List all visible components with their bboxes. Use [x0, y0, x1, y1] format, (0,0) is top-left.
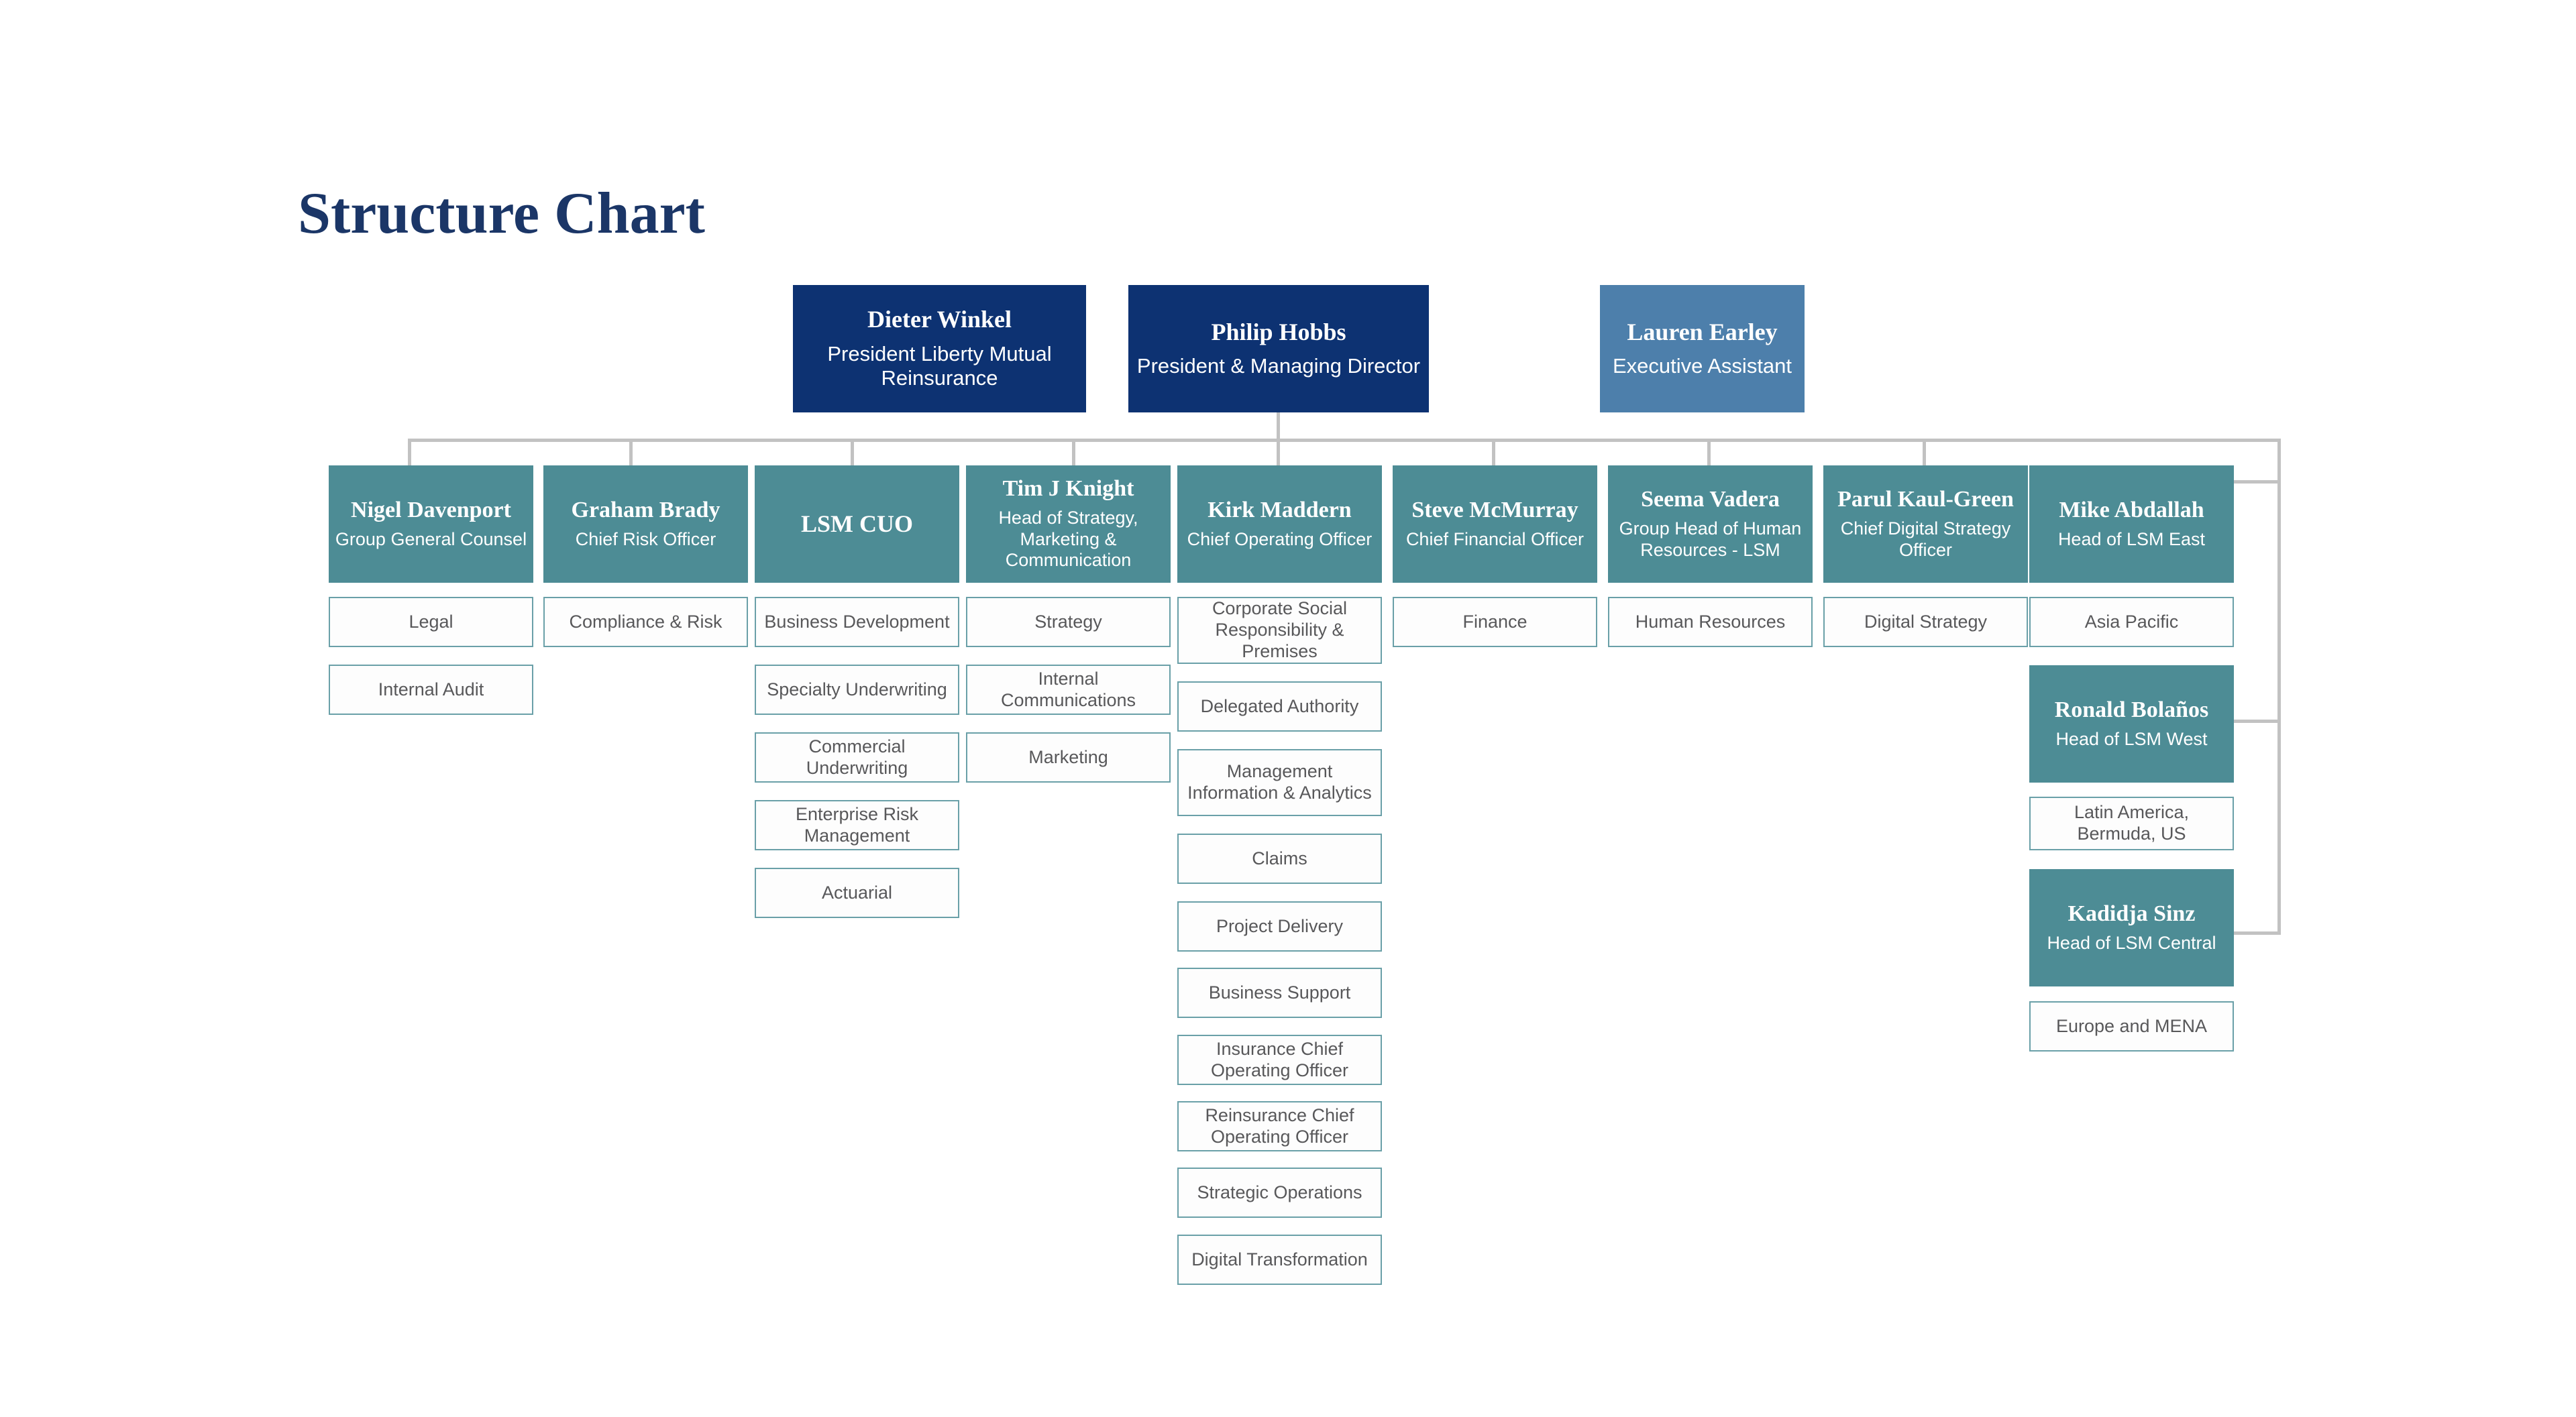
exec-title: President Liberty Mutual Reinsurance: [827, 341, 1052, 390]
sub-item-human-resources[interactable]: Human Resources: [1608, 597, 1813, 647]
connector-branch-east: [2234, 480, 2281, 484]
assistant-name: Lauren Earley: [1627, 318, 1778, 345]
connector-drop-8: [1923, 439, 1926, 465]
leader-name: Parul Kaul-Green: [1837, 486, 2014, 512]
leader-name: Kadidja Sinz: [2068, 901, 2196, 926]
sub-item-marketing[interactable]: Marketing: [966, 732, 1171, 783]
sub-item-project-delivery[interactable]: Project Delivery: [1177, 901, 1382, 952]
sub-item-actuarial[interactable]: Actuarial: [755, 868, 959, 918]
leader-title: Head of LSM West: [2055, 728, 2208, 749]
connector-branch-west: [2234, 720, 2281, 723]
page-title: Structure Chart: [298, 181, 705, 246]
exec-title: President & Managing Director: [1136, 354, 1421, 378]
leader-name: Seema Vadera: [1641, 486, 1780, 512]
sub-item-specialty-underwriting[interactable]: Specialty Underwriting: [755, 665, 959, 715]
sub-item-digital-strategy[interactable]: Digital Strategy: [1823, 597, 2028, 647]
sub-item-corporate-social-responsibility-premises[interactable]: Corporate Social Responsibility & Premis…: [1177, 597, 1382, 664]
sub-item-digital-transformation[interactable]: Digital Transformation: [1177, 1235, 1382, 1285]
leader-card-parul-kaul-green[interactable]: Parul Kaul-Green Chief Digital Strategy …: [1823, 465, 2028, 583]
connector-drop-3: [851, 439, 854, 465]
leader-title: Head of LSM East: [2057, 528, 2206, 549]
connector-drop-2: [629, 439, 633, 465]
exec-name: Dieter Winkel: [867, 306, 1012, 333]
sub-item-insurance-chief-operating-officer[interactable]: Insurance Chief Operating Officer: [1177, 1035, 1382, 1085]
leader-title: Group Head of Human Resources - LSM: [1619, 518, 1802, 560]
leader-name: Mike Abdallah: [2059, 497, 2204, 522]
sub-item-internal-audit[interactable]: Internal Audit: [329, 665, 533, 715]
sub-item-enterprise-risk-management[interactable]: Enterprise Risk Management: [755, 800, 959, 850]
connector-branch-central: [2234, 931, 2281, 935]
sub-item-latin-america-bermuda-us[interactable]: Latin America, Bermuda, US: [2029, 797, 2234, 850]
leader-card-graham-brady[interactable]: Graham Brady Chief Risk Officer: [543, 465, 748, 583]
leader-card-mike-abdallah[interactable]: Mike Abdallah Head of LSM East: [2029, 465, 2234, 583]
leader-title: Chief Financial Officer: [1405, 528, 1585, 549]
leader-card-tim-j-knight[interactable]: Tim J Knight Head of Strategy, Marketing…: [966, 465, 1171, 583]
leader-title: Head of Strategy, Marketing & Communicat…: [998, 508, 1138, 571]
sub-item-claims[interactable]: Claims: [1177, 834, 1382, 884]
leader-card-kirk-maddern[interactable]: Kirk Maddern Chief Operating Officer: [1177, 465, 1382, 583]
leader-name: Steve McMurray: [1411, 497, 1578, 522]
connector-main-bus: [408, 439, 2281, 442]
leader-card-nigel-davenport[interactable]: Nigel Davenport Group General Counsel: [329, 465, 533, 583]
exec-card-dieter-winkel[interactable]: Dieter Winkel President Liberty Mutual R…: [793, 285, 1086, 412]
connector-drop-1: [408, 439, 411, 465]
leader-title: Chief Risk Officer: [575, 528, 716, 549]
sub-item-compliance-risk[interactable]: Compliance & Risk: [543, 597, 748, 647]
assistant-title: Executive Assistant: [1612, 354, 1792, 378]
assistant-card-lauren-earley[interactable]: Lauren Earley Executive Assistant: [1600, 285, 1805, 412]
exec-card-philip-hobbs[interactable]: Philip Hobbs President & Managing Direct…: [1128, 285, 1429, 412]
leader-title: Chief Operating Officer: [1187, 528, 1373, 549]
sub-item-asia-pacific[interactable]: Asia Pacific: [2029, 597, 2234, 647]
leader-name: Ronald Bolaños: [2054, 697, 2209, 722]
connector-drop-6: [1492, 439, 1495, 465]
leader-name: LSM CUO: [800, 510, 913, 538]
connector-drop-5: [1277, 439, 1280, 465]
sub-item-delegated-authority[interactable]: Delegated Authority: [1177, 681, 1382, 732]
leader-title: Group General Counsel: [335, 528, 527, 549]
leader-title: Head of LSM Central: [2047, 932, 2216, 953]
leader-title: Chief Digital Strategy Officer: [1840, 518, 2011, 560]
sub-item-business-development[interactable]: Business Development: [755, 597, 959, 647]
sub-item-europe-and-mena[interactable]: Europe and MENA: [2029, 1001, 2234, 1052]
leader-card-ronald-bolanos[interactable]: Ronald Bolaños Head of LSM West: [2029, 665, 2234, 783]
connector-drop-7: [1707, 439, 1711, 465]
leader-card-lsm-cuo[interactable]: LSM CUO: [755, 465, 959, 583]
sub-item-strategic-operations[interactable]: Strategic Operations: [1177, 1168, 1382, 1218]
sub-item-reinsurance-chief-operating-officer[interactable]: Reinsurance Chief Operating Officer: [1177, 1101, 1382, 1151]
leader-name: Tim J Knight: [1002, 475, 1134, 501]
sub-item-internal-communications[interactable]: Internal Communications: [966, 665, 1171, 715]
sub-item-business-support[interactable]: Business Support: [1177, 968, 1382, 1018]
sub-item-strategy[interactable]: Strategy: [966, 597, 1171, 647]
connector-right-rail: [2277, 439, 2281, 935]
leader-card-seema-vadera[interactable]: Seema Vadera Group Head of Human Resourc…: [1608, 465, 1813, 583]
sub-item-finance[interactable]: Finance: [1393, 597, 1597, 647]
leader-card-kadidja-sinz[interactable]: Kadidja Sinz Head of LSM Central: [2029, 869, 2234, 986]
connector-drop-4: [1072, 439, 1075, 465]
leader-name: Nigel Davenport: [351, 497, 511, 522]
leader-name: Graham Brady: [571, 497, 720, 522]
sub-item-management-information-analytics[interactable]: Management Information & Analytics: [1177, 749, 1382, 816]
leader-card-steve-mcmurray[interactable]: Steve McMurray Chief Financial Officer: [1393, 465, 1597, 583]
sub-item-commercial-underwriting[interactable]: Commercial Underwriting: [755, 732, 959, 783]
exec-name: Philip Hobbs: [1211, 318, 1346, 345]
leader-name: Kirk Maddern: [1208, 497, 1352, 522]
connector-root-stub: [1277, 412, 1280, 440]
sub-item-legal[interactable]: Legal: [329, 597, 533, 647]
